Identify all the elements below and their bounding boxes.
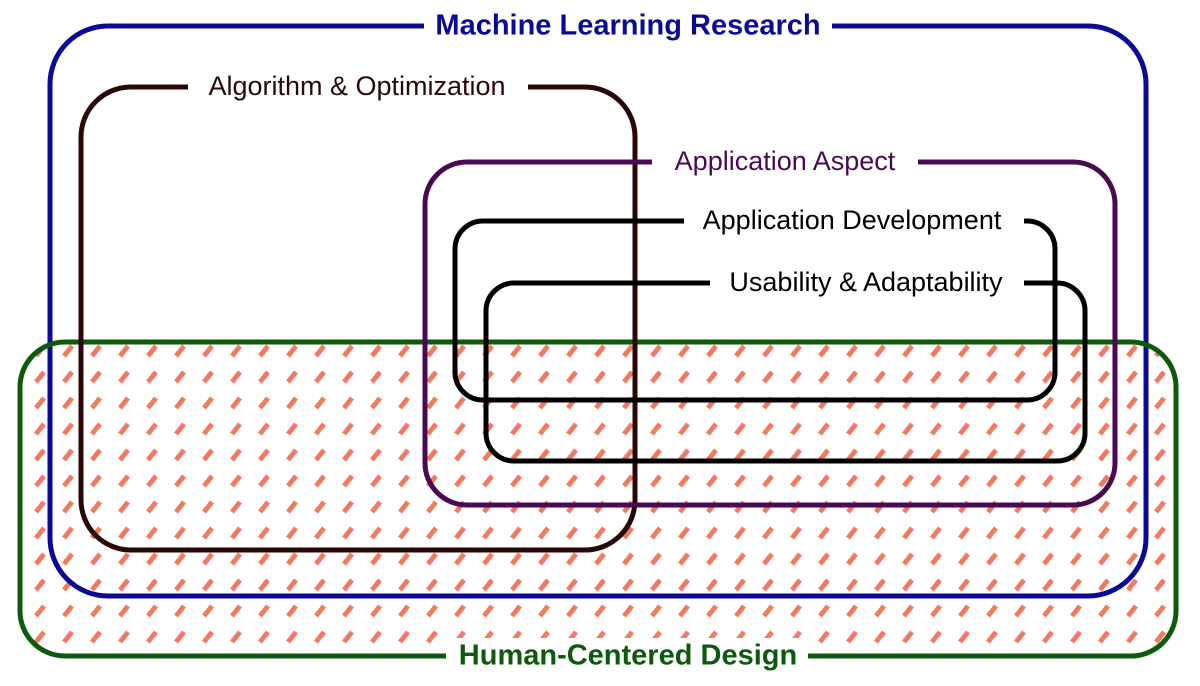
application-development-label: Application Development xyxy=(703,205,1002,235)
algorithm-optimization-label: Algorithm & Optimization xyxy=(208,71,505,101)
application-aspect-label: Application Aspect xyxy=(675,146,896,176)
usability-adaptability-label: Usability & Adaptability xyxy=(729,267,1003,297)
label-gap-algo xyxy=(188,70,528,106)
human-centered-design-hatch xyxy=(20,342,1176,656)
label-gap-hcd xyxy=(446,638,808,676)
label-gap-mlr xyxy=(424,8,832,46)
label-gap-dev xyxy=(684,204,1024,240)
machine-learning-research-label: Machine Learning Research xyxy=(435,10,820,42)
label-gap-usa xyxy=(710,266,1024,302)
human-centered-design-label: Human-Centered Design xyxy=(459,640,797,672)
label-gap-aspect xyxy=(652,146,918,180)
